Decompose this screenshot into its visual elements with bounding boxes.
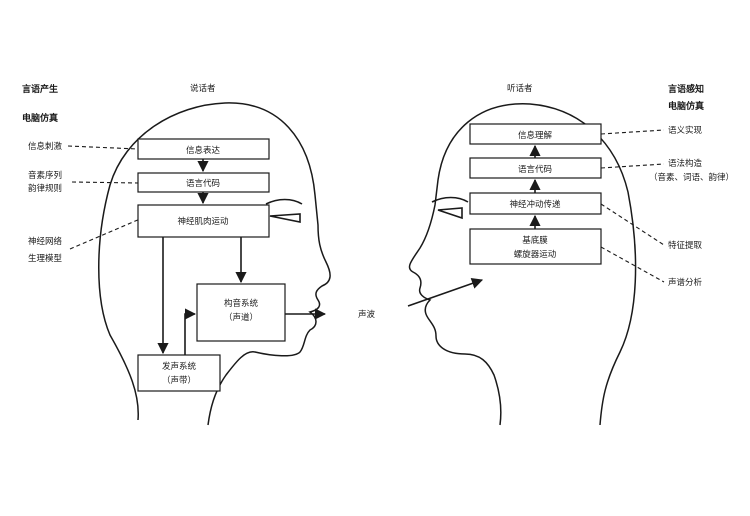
box-phonation-system bbox=[137, 354, 221, 392]
leader-grammar bbox=[600, 163, 665, 169]
annotation-prosody-rules: 韵律规则 bbox=[28, 183, 62, 194]
box-articulation-sublabel: （声道） bbox=[224, 312, 258, 323]
box-neuromuscular bbox=[137, 204, 270, 238]
annotation-spectrum-analysis: 声谱分析 bbox=[668, 277, 703, 288]
box-articulation-system bbox=[196, 283, 286, 342]
annotation-neural-network: 神经网络 bbox=[28, 236, 63, 247]
leader-info-stimulus bbox=[67, 145, 139, 150]
annotation-semantic-realization: 语义实现 bbox=[668, 125, 703, 136]
annotation-feature-extraction: 特征提取 bbox=[668, 240, 703, 251]
annotation-info-stimulus: 信息刺激 bbox=[28, 141, 63, 152]
annotation-phoneme-sequence: 音素序列 bbox=[28, 170, 62, 181]
speech-production-simulation: 电脑仿真 bbox=[22, 112, 58, 124]
speaker-eyebrow bbox=[265, 198, 303, 205]
speaker-head-outline bbox=[98, 102, 331, 426]
box-basilar-membrane-label: 基底膜 bbox=[522, 235, 548, 246]
annotation-physiological-model: 生理模型 bbox=[28, 253, 63, 264]
speech-production-title: 言语产生 bbox=[22, 83, 58, 95]
leader-feature bbox=[600, 203, 665, 246]
arrow-sound-to-ear bbox=[407, 278, 484, 307]
box-organ-of-corti-label: 螺旋器运动 bbox=[514, 249, 557, 260]
box-phonation-label: 发声系统 bbox=[162, 361, 197, 372]
box-speaker-language-code-label: 语言代码 bbox=[186, 178, 220, 189]
box-info-understanding-label: 信息理解 bbox=[518, 130, 553, 141]
leader-semantic bbox=[600, 129, 665, 135]
leader-neural bbox=[69, 218, 141, 250]
leader-phoneme bbox=[71, 181, 139, 184]
listener-eyebrow bbox=[431, 196, 469, 203]
box-listener-language-code-label: 语言代码 bbox=[518, 164, 552, 175]
listener-label: 听话者 bbox=[507, 83, 533, 94]
box-nerve-impulse-label: 神经冲动传递 bbox=[509, 199, 561, 210]
speaker-eye bbox=[269, 213, 301, 223]
speech-perception-simulation: 电脑仿真 bbox=[668, 100, 704, 112]
box-info-expression-label: 信息表达 bbox=[186, 145, 221, 156]
box-neuromuscular-label: 神经肌肉运动 bbox=[177, 216, 229, 227]
arrow-phonation-to-articulation bbox=[184, 308, 197, 355]
listener-head-outline bbox=[408, 103, 637, 426]
box-phonation-sublabel: （声带） bbox=[162, 375, 196, 386]
speaker-label: 说话者 bbox=[190, 83, 216, 94]
box-articulation-label: 构音系统 bbox=[224, 298, 259, 309]
leader-spectrum bbox=[600, 246, 665, 283]
annotation-grammar-construction: 语法构造 bbox=[668, 158, 703, 169]
listener-eye bbox=[437, 207, 463, 220]
speech-perception-title: 言语感知 bbox=[668, 83, 704, 95]
sound-wave-label: 声波 bbox=[358, 309, 376, 320]
annotation-grammar-detail: （音素、词语、韵律） bbox=[649, 172, 734, 183]
